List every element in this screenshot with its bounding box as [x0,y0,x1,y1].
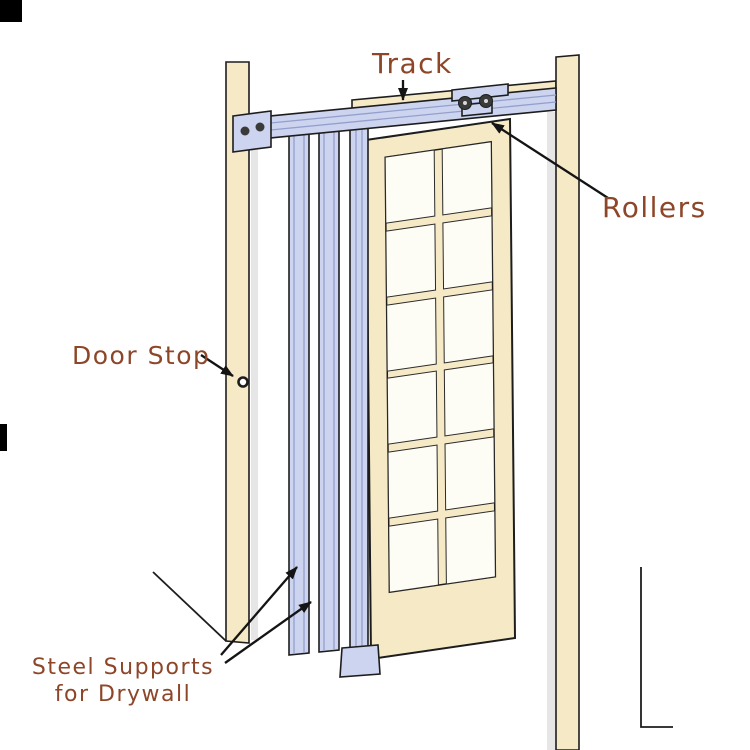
glass-pane [443,289,494,364]
door-opening-outline [384,140,497,594]
glass-pane [386,370,438,445]
glass-pane [385,223,437,298]
glass-pane [388,518,439,593]
rollers-arrow [491,122,609,199]
split-jamb-ribs [355,129,363,650]
left-edge-mark [0,424,7,451]
bracket-screw [255,122,265,132]
steel-support-2 [318,129,340,653]
floor-corner-line [152,571,227,642]
left-stud-shadow [251,150,258,640]
glass-pane [442,215,494,290]
track-bracket [232,110,272,153]
glass-pane [386,297,437,372]
right-stud [555,54,580,750]
left-stud [225,61,250,644]
door-stop-arrow [200,354,234,377]
rollers-label: Rollers [602,191,707,224]
track-ribs [249,94,557,133]
steel-supports-label-line1: Steel Supports [32,655,214,680]
steel-supports-label-line2: for Drywall [55,682,191,707]
steel-supports-arrow-1 [220,566,298,656]
split-jamb-foot [339,644,381,678]
roller-hub [463,101,467,105]
glass-pane [444,436,496,511]
glass-pane [384,149,436,224]
right-stud-shadow [547,112,556,750]
bracket-screw [240,126,250,136]
roller-hub [484,99,488,103]
split-jamb [349,126,369,652]
track-label: Track [371,47,453,80]
steel-support-2-ribs [323,132,335,651]
glass-pane [445,510,496,585]
steel-support-1 [288,132,310,656]
steel-supports-arrow-2 [224,601,312,664]
door-stop-label: Door Stop [72,341,210,370]
glass-pane [441,141,493,216]
door-stop-bumper [237,376,249,388]
glass-pane [443,362,495,437]
wall-corner-line [640,567,673,728]
corner-mark [0,0,22,22]
door [364,117,517,661]
glass-pane [387,444,439,519]
